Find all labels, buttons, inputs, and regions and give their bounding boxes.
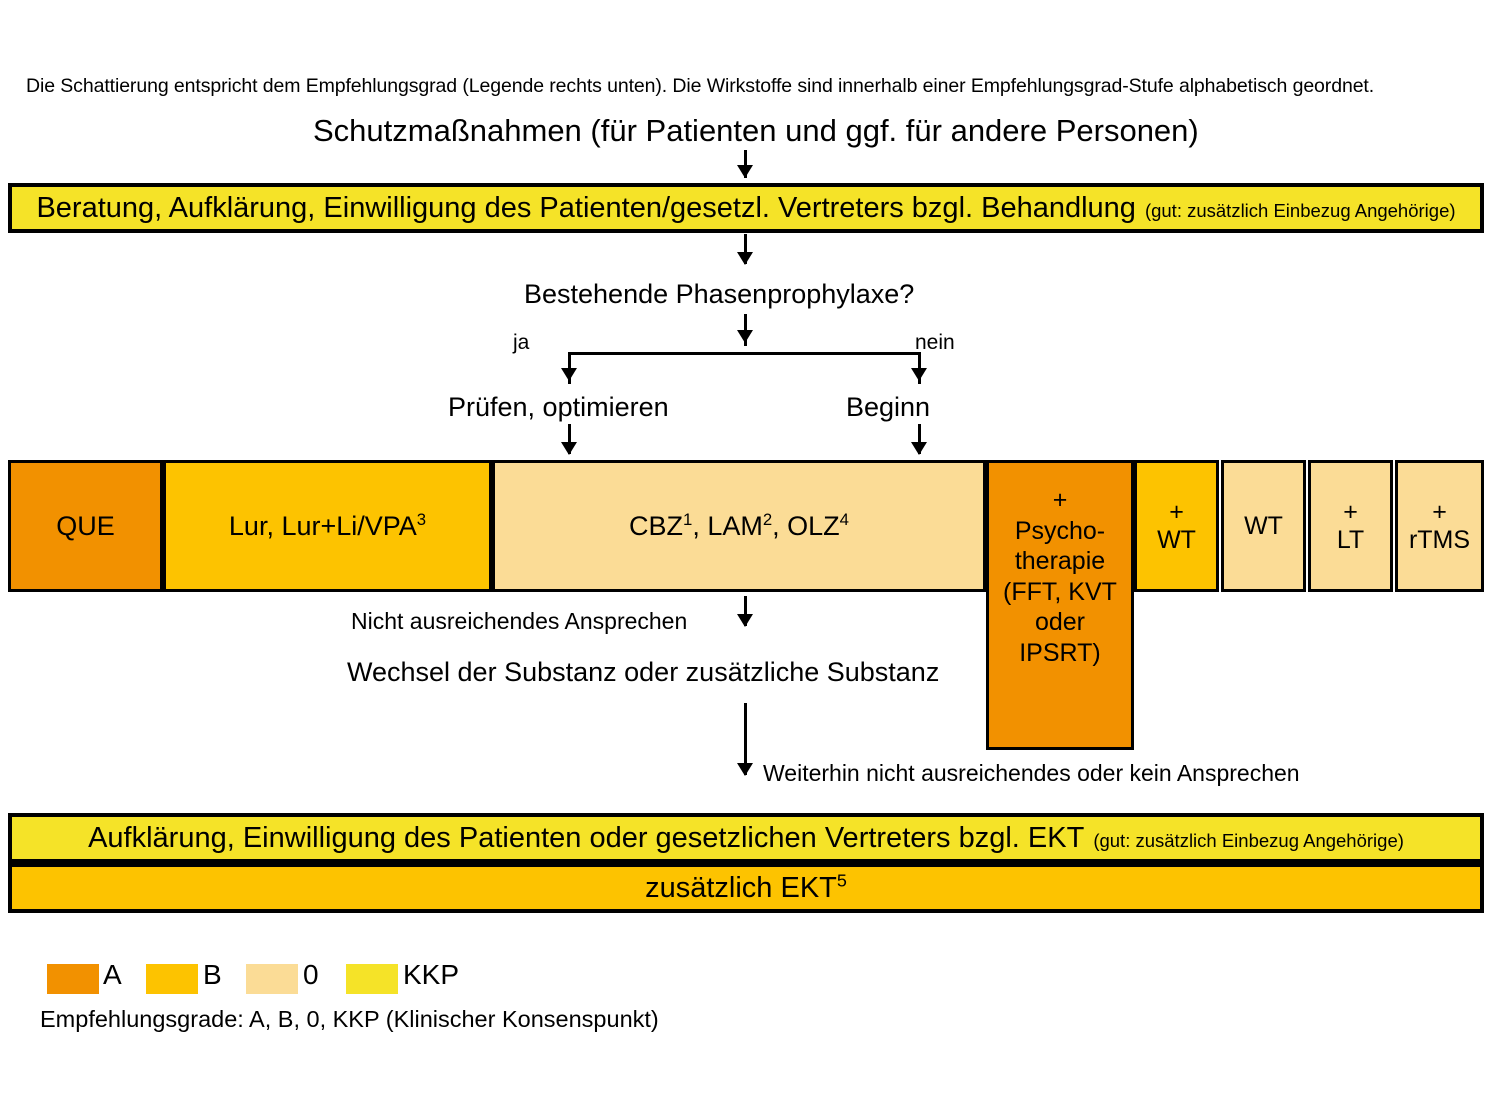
consent-bar: Beratung, Aufklärung, Einwilligung des P… xyxy=(8,183,1484,233)
ekt-bar-main-text: zusätzlich EKT xyxy=(645,871,837,904)
med-box-cbz-lam-olz[interactable]: CBZ1, LAM2, OLZ4 xyxy=(492,460,986,592)
arrow-line-no-to-medrow xyxy=(918,424,921,454)
ekt-bar: zusätzlich EKT5 xyxy=(8,863,1484,913)
med-box-rtms[interactable]: + rTMS xyxy=(1395,460,1484,592)
arrow-head-yes-to-medrow xyxy=(561,442,577,455)
arrow-head-yes-branch xyxy=(561,368,577,381)
med-olz-footnote: 4 xyxy=(839,509,849,529)
med-psy-line2: therapie xyxy=(1014,547,1106,575)
arrow-line-to-ekt xyxy=(744,703,747,775)
med-psy-line1: Psycho- xyxy=(1014,516,1106,545)
med-wt-label: WT xyxy=(1157,526,1196,554)
med-rtms-label: rTMS xyxy=(1408,526,1471,554)
legend-caption: Empfehlungsgrade: A, B, 0, KKP (Klinisch… xyxy=(40,1006,659,1032)
med-box-que[interactable]: QUE xyxy=(8,460,163,592)
arrow-head-consent-to-decision xyxy=(737,252,753,265)
med-olz-text: , OLZ xyxy=(772,510,840,541)
med-psy-line3: (FFT, KVT xyxy=(1003,577,1117,606)
legend-label-kkp: KKP xyxy=(403,959,460,990)
med-box-wake-therapy-plus[interactable]: + WT xyxy=(1134,460,1219,592)
consent-bar-sub-text: (gut: zusätzlich Einbezug Angehörige) xyxy=(1144,199,1456,221)
ekt-bar-footnote: 5 xyxy=(836,869,847,890)
legend-swatch-kkp xyxy=(346,964,398,994)
branch-connector-line xyxy=(568,352,921,355)
branch-no-action: Beginn xyxy=(846,392,931,422)
still-insufficient-label: Weiterhin nicht ausreichendes oder kein … xyxy=(763,760,1300,786)
med-wt2-label: WT xyxy=(1244,512,1283,540)
med-lam-footnote: 2 xyxy=(762,509,773,529)
med-lt-plus: + xyxy=(1343,498,1358,526)
med-box-lurasidone-footnote: 3 xyxy=(416,509,427,529)
branch-yes-action: Prüfen, optimieren xyxy=(448,392,669,422)
arrow-head-decision-down xyxy=(737,330,753,343)
arrow-line-yes-to-medrow xyxy=(568,424,571,454)
med-cbz-footnote: 1 xyxy=(683,509,693,529)
legend-swatch-a xyxy=(47,964,99,994)
arrow-head-no-branch xyxy=(911,368,927,381)
med-psy-plus: + xyxy=(1052,486,1068,514)
arrow-line-consent-to-decision xyxy=(744,234,747,264)
arrow-line-insufficient xyxy=(744,596,747,626)
med-box-light-therapy[interactable]: + LT xyxy=(1308,460,1393,592)
legend-swatch-b xyxy=(146,964,198,994)
med-box-que-label: QUE xyxy=(56,510,115,541)
med-lam-text: , LAM xyxy=(692,510,763,541)
consent-bar-main-text: Beratung, Aufklärung, Einwilligung des P… xyxy=(36,191,1136,224)
med-lt-label: LT xyxy=(1336,526,1365,554)
arrow-head-no-to-medrow xyxy=(911,442,927,455)
ekt-consent-bar: Aufklärung, Einwilligung des Patienten o… xyxy=(8,813,1484,863)
arrow-line-title-to-consent xyxy=(744,150,747,178)
page-title: Schutzmaßnahmen (für Patienten und ggf. … xyxy=(313,113,1199,148)
legend: A B 0 KKP xyxy=(47,959,647,1004)
legend-label-b: B xyxy=(203,959,222,990)
med-box-psychotherapy[interactable]: + Psycho- therapie (FFT, KVT oder IPSRT) xyxy=(986,460,1134,750)
switch-or-add-label: Wechsel der Substanz oder zusätzliche Su… xyxy=(347,657,940,687)
decision-label: Bestehende Phasenprophylaxe? xyxy=(524,279,915,309)
med-box-lurasidone[interactable]: Lur, Lur+Li/VPA3 xyxy=(163,460,492,592)
med-box-lurasidone-label: Lur, Lur+Li/VPA xyxy=(228,510,417,541)
arrow-head-to-ekt xyxy=(737,763,753,776)
ekt-consent-sub-text: (gut: zusätzlich Einbezug Angehörige) xyxy=(1093,829,1404,851)
med-rtms-plus: + xyxy=(1432,498,1447,526)
ekt-consent-main-text: Aufklärung, Einwilligung des Patienten o… xyxy=(88,821,1085,854)
legend-label-a: A xyxy=(103,959,122,990)
med-wt-plus: + xyxy=(1169,498,1184,526)
med-psy-line4: oder xyxy=(1034,608,1086,636)
insufficient-response-label: Nicht ausreichendes Ansprechen xyxy=(351,608,688,634)
legend-swatch-0 xyxy=(246,964,298,994)
arrow-head-insufficient xyxy=(737,614,753,627)
med-cbz-text: CBZ xyxy=(629,510,683,541)
med-box-wake-therapy[interactable]: WT xyxy=(1221,460,1306,592)
medication-row: QUE Lur, Lur+Li/VPA3 CBZ1, LAM2, OLZ4 + … xyxy=(8,460,1484,750)
arrow-head-title-to-consent xyxy=(737,165,753,178)
branch-yes-label: ja xyxy=(513,331,530,354)
branch-no-label: nein xyxy=(915,331,955,354)
intro-note: Die Schattierung entspricht dem Empfehlu… xyxy=(26,75,1375,97)
med-psy-line5: IPSRT) xyxy=(1019,638,1101,667)
legend-label-0: 0 xyxy=(303,959,319,990)
